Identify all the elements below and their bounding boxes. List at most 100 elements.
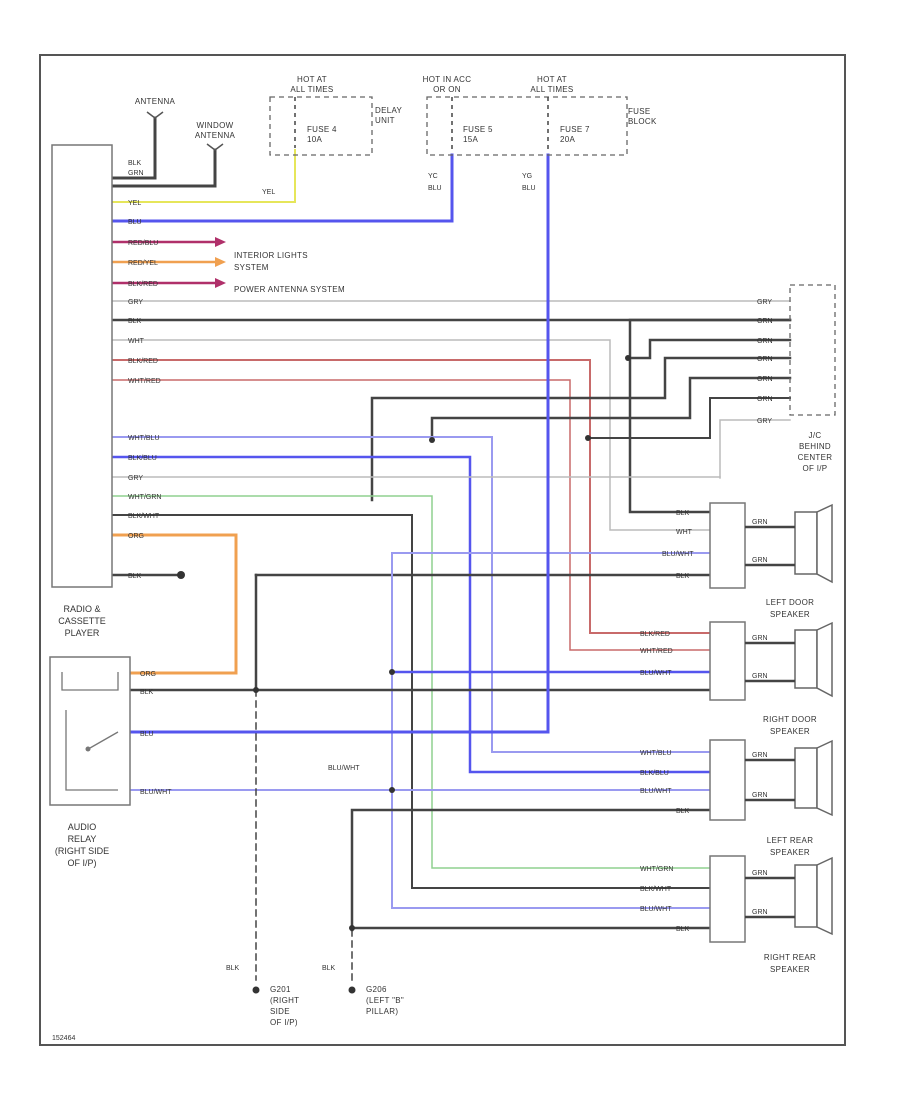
left-rear-speaker bbox=[709, 739, 833, 821]
right-rear-label-2: SPEAKER bbox=[770, 965, 810, 974]
lr-pin-1: WHT/BLU bbox=[640, 750, 672, 757]
g206-label-1: G206 bbox=[366, 985, 387, 994]
splices bbox=[253, 355, 631, 931]
radio-pin-14: WHT/GRN bbox=[128, 494, 161, 501]
radio-pin-6: GRY bbox=[128, 299, 143, 306]
relay-pin-4: BLU/WHT bbox=[140, 789, 172, 796]
fuse-5-name-2: 15A bbox=[463, 135, 478, 144]
antenna-label: ANTENNA bbox=[135, 97, 176, 106]
radio-pin-11: WHT/BLU bbox=[128, 435, 160, 442]
radio-pin-1: YEL bbox=[128, 200, 141, 207]
radio-pin-7: BLK bbox=[128, 318, 142, 325]
jc-pin-5: GRN bbox=[757, 376, 773, 383]
rr-pin-2: BLK/WHT bbox=[640, 886, 672, 893]
wire-wht-blu bbox=[111, 436, 711, 753]
lr-pin-2: BLK/BLU bbox=[640, 770, 669, 777]
wire-wht bbox=[111, 339, 711, 531]
fuse-7-wire-2: BLU bbox=[522, 185, 536, 192]
lr-spk-2: GRN bbox=[752, 792, 768, 799]
wire-jc-gry bbox=[719, 419, 791, 479]
rd-spk-2: GRN bbox=[752, 673, 768, 680]
jc-label-1: J/C bbox=[809, 431, 822, 440]
audio-relay-label-2: RELAY bbox=[68, 834, 97, 844]
radio-pin-2: BLU bbox=[128, 219, 142, 226]
ld-pin-1: BLK bbox=[676, 510, 690, 517]
diagram-frame bbox=[39, 54, 846, 1046]
joint-connector bbox=[789, 284, 836, 416]
radio-pin-17: BLK bbox=[128, 573, 142, 580]
radio-pin-4: RED/YEL bbox=[128, 260, 158, 267]
fuse-5-wire-1: YC bbox=[428, 173, 438, 180]
fuse-5-wire-2: BLU bbox=[428, 185, 442, 192]
g201-label-4: OF I/P) bbox=[270, 1018, 298, 1027]
rd-pin-2: WHT/RED bbox=[640, 648, 673, 655]
fuse-4-name-2: 10A bbox=[307, 135, 322, 144]
fuse-4-wire-label: YEL bbox=[262, 189, 275, 196]
jc-label-3: CENTER bbox=[798, 453, 833, 462]
fuse-5-name-1: FUSE 5 bbox=[463, 125, 493, 134]
fuse-7-hot-2: ALL TIMES bbox=[530, 85, 573, 94]
window-antenna-icon bbox=[206, 143, 224, 151]
rr-spk-1: GRN bbox=[752, 870, 768, 877]
fuse-7-name-2: 20A bbox=[560, 135, 575, 144]
g206-label-2: (LEFT "B" bbox=[366, 996, 404, 1005]
g201-label-1: G201 bbox=[270, 985, 291, 994]
radio-label-2: CASSETTE bbox=[58, 616, 106, 626]
rr-spk-2: GRN bbox=[752, 909, 768, 916]
wire-blk-wht bbox=[111, 514, 711, 889]
ld-pin-2: WHT bbox=[676, 529, 693, 536]
wire-wht-grn bbox=[111, 495, 711, 869]
ground-g201: BLK G201 (RIGHT SIDE OF I/P) bbox=[226, 965, 299, 1027]
g201-wire: BLK bbox=[226, 965, 240, 972]
relay-contact bbox=[85, 746, 91, 752]
relay-pin-3: BLU bbox=[140, 731, 154, 738]
window-antenna-label-1: WINDOW bbox=[197, 121, 234, 130]
jc-pin-3: GRN bbox=[757, 338, 773, 345]
ld-spk-2: GRN bbox=[752, 557, 768, 564]
wire-window-antenna bbox=[110, 148, 217, 188]
delay-unit-label-1: DELAY bbox=[375, 106, 403, 115]
fuse-block-label-2: BLOCK bbox=[628, 117, 657, 126]
wire-blk-blu bbox=[110, 455, 712, 774]
antenna-icon bbox=[146, 111, 164, 119]
left-rear-label-2: SPEAKER bbox=[770, 848, 810, 857]
lr-pin-3: BLU/WHT bbox=[640, 788, 672, 795]
mid-wire-label: BLU/WHT bbox=[328, 765, 360, 772]
wire-yel bbox=[111, 149, 296, 203]
rr-pin-1: WHT/GRN bbox=[640, 866, 673, 873]
relay-pin-labels: ORG BLK BLU BLU/WHT bbox=[140, 671, 172, 796]
audio-relay-label-3: (RIGHT SIDE bbox=[55, 846, 109, 856]
rr-pin-3: BLU/WHT bbox=[640, 906, 672, 913]
radio-pin-8: WHT bbox=[128, 338, 145, 345]
fuse-block-box bbox=[426, 96, 628, 156]
rr-pin-4: BLK bbox=[676, 926, 690, 933]
jc-pin-4: GRN bbox=[757, 356, 773, 363]
fuse-4-hot-1: HOT AT bbox=[297, 75, 327, 84]
jc-pin-7: GRY bbox=[757, 418, 772, 425]
radio-cassette-player bbox=[51, 144, 113, 588]
right-rear-label-1: RIGHT REAR bbox=[764, 953, 816, 962]
fuse-7-wire-1: YG bbox=[522, 173, 532, 180]
fuse-4-hot-2: ALL TIMES bbox=[290, 85, 333, 94]
relay-coil bbox=[61, 672, 119, 691]
interior-lights-label-1: INTERIOR LIGHTS bbox=[234, 251, 308, 260]
rd-pin-1: BLK/RED bbox=[640, 631, 670, 638]
radio-pin-9: BLK/RED bbox=[128, 358, 158, 365]
arrowheads bbox=[177, 237, 226, 579]
right-door-label-2: SPEAKER bbox=[770, 727, 810, 736]
radio-pin-labels: BLK GRN YEL BLU RED/BLU RED/YEL BLK/RED … bbox=[128, 160, 161, 580]
radio-label-3: PLAYER bbox=[65, 628, 100, 638]
top-pin-1: BLK bbox=[128, 160, 142, 167]
jc-pin-2: GRN bbox=[757, 318, 773, 325]
left-door-label-2: SPEAKER bbox=[770, 610, 810, 619]
wire-jc-5 bbox=[587, 397, 791, 439]
fuse-4-name-1: FUSE 4 bbox=[307, 125, 337, 134]
fuse-block-label-1: FUSE bbox=[628, 107, 651, 116]
ld-pin-4: BLK bbox=[676, 573, 690, 580]
radio-pin-13: GRY bbox=[128, 475, 143, 482]
relay-pin-1: ORG bbox=[140, 671, 156, 678]
fuse-7-name-1: FUSE 7 bbox=[560, 125, 590, 134]
audio-relay bbox=[49, 656, 131, 806]
window-antenna-label-2: ANTENNA bbox=[195, 131, 236, 140]
delay-unit-label-2: UNIT bbox=[375, 116, 395, 125]
